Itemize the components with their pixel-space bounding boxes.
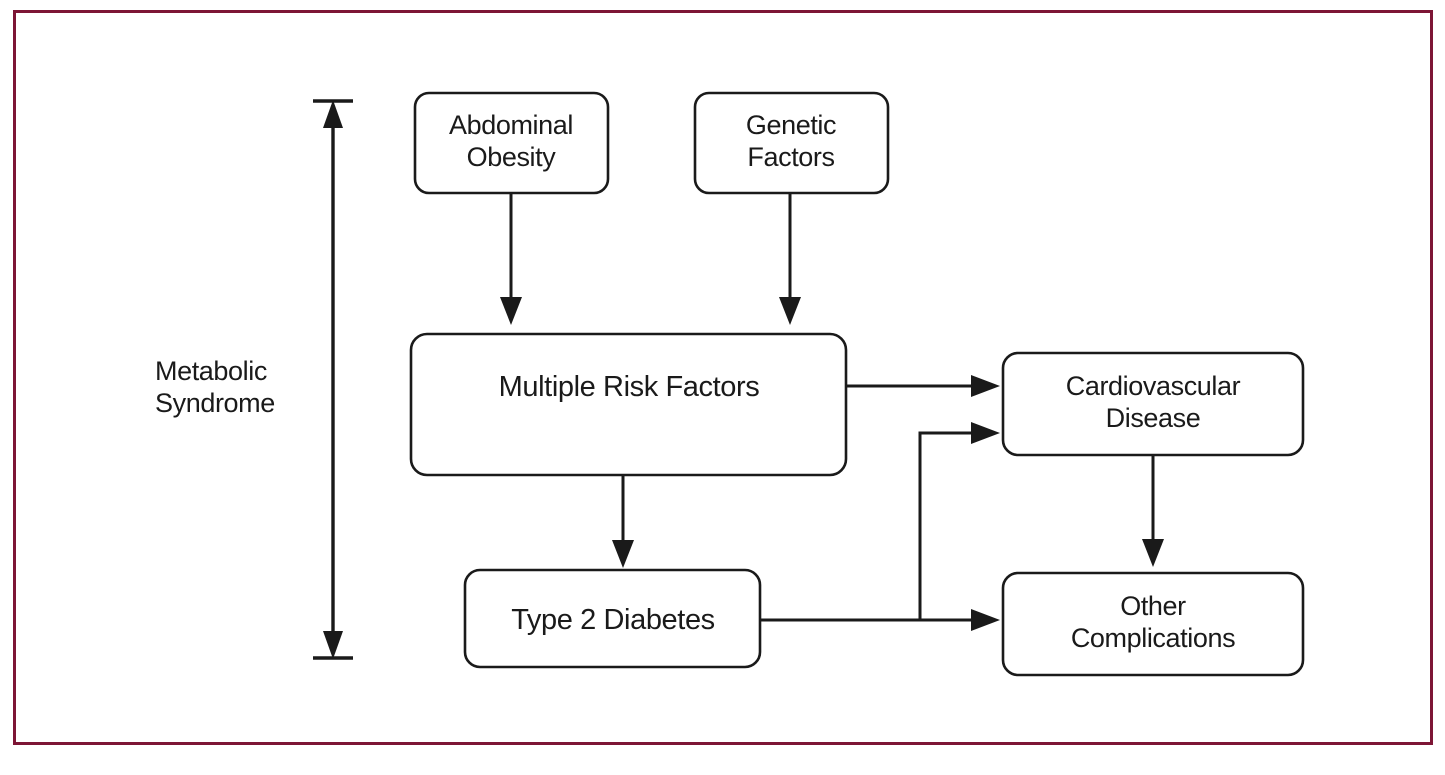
- node-cardiovascular-disease-label-line2: Disease: [1106, 403, 1201, 433]
- metabolic-syndrome-bracket: [313, 99, 353, 660]
- edge-genetic-to-risk: [779, 194, 801, 325]
- node-other-complications-label-line1: Other: [1120, 591, 1186, 621]
- arrowhead-down-icon: [612, 540, 634, 568]
- node-genetic-factors[interactable]: Genetic Factors: [693, 91, 890, 195]
- node-other-complications-box[interactable]: [1001, 571, 1305, 677]
- node-abdominal-obesity-label-line1: Abdominal: [449, 110, 573, 140]
- bracket-arrowhead-up-icon: [323, 100, 343, 128]
- node-genetic-factors-label-line2: Factors: [747, 142, 834, 172]
- edge-diabetes-to-cvd: [918, 422, 1000, 620]
- bracket-arrowhead-down-icon: [323, 631, 343, 659]
- node-type-2-diabetes-label: Type 2 Diabetes: [511, 604, 715, 636]
- arrowhead-down-icon: [500, 297, 522, 325]
- node-abdominal-obesity-label-line2: Obesity: [467, 142, 557, 172]
- node-type-2-diabetes[interactable]: Type 2 Diabetes: [463, 568, 762, 669]
- node-cardiovascular-disease-box[interactable]: [1001, 351, 1305, 457]
- edge-diabetes-to-other: [760, 609, 1000, 631]
- edge-risk-to-diabetes: [612, 476, 634, 568]
- node-multiple-risk-factors-label: Multiple Risk Factors: [499, 371, 760, 403]
- edge-shaft-elbow: [918, 431, 975, 620]
- arrowhead-down-icon: [1142, 539, 1164, 567]
- node-other-complications-label-line2: Complications: [1071, 623, 1235, 653]
- arrowhead-right-icon: [971, 375, 1000, 397]
- node-genetic-factors-label-line1: Genetic: [746, 110, 836, 140]
- arrowhead-down-icon: [779, 297, 801, 325]
- bracket-label-line2: Syndrome: [155, 388, 275, 418]
- node-abdominal-obesity[interactable]: Abdominal Obesity: [413, 91, 610, 195]
- bracket-label-line1: Metabolic: [155, 356, 267, 386]
- node-abdominal-obesity-box[interactable]: [413, 91, 610, 195]
- node-genetic-factors-box[interactable]: [693, 91, 890, 195]
- node-other-complications[interactable]: Other Complications: [1001, 571, 1305, 677]
- edge-obesity-to-risk: [500, 194, 522, 325]
- node-cardiovascular-disease[interactable]: Cardiovascular Disease: [1001, 351, 1305, 457]
- arrowhead-right-icon: [971, 422, 1000, 444]
- node-multiple-risk-factors-box[interactable]: [409, 332, 848, 477]
- edge-risk-to-cvd: [846, 375, 1000, 397]
- arrowhead-right-icon: [971, 609, 1000, 631]
- node-multiple-risk-factors[interactable]: Multiple Risk Factors: [409, 332, 848, 477]
- node-type-2-diabetes-box[interactable]: [463, 568, 762, 669]
- edge-cvd-to-other: [1142, 456, 1164, 567]
- node-cardiovascular-disease-label-line1: Cardiovascular: [1066, 371, 1241, 401]
